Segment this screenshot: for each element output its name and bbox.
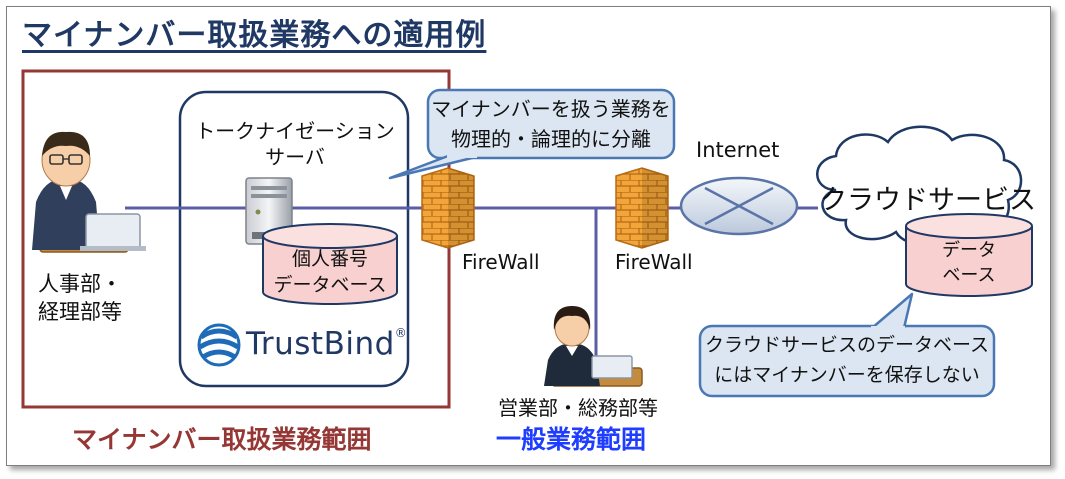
- page-title: マイナンバー取扱業務への適用例: [22, 18, 487, 53]
- callout-top-line2: 物理的・論理的に分離: [451, 127, 651, 151]
- user-left-line2: 経理部等: [38, 300, 122, 324]
- internet-icon: [679, 176, 799, 236]
- user-mid-icon: [544, 306, 643, 387]
- user-left-icon: [32, 131, 146, 253]
- cloud-db-line2: ベース: [942, 265, 996, 286]
- firewall-icon-2: [615, 167, 669, 249]
- cloud-db-label: データ ベース: [906, 238, 1032, 288]
- cloud-label: クラウドサービス: [820, 185, 1036, 216]
- server-label-line1: トークナイゼーション: [195, 119, 395, 143]
- callout-top: マイナンバーを扱う業務を 物理的・論理的に分離: [430, 94, 672, 154]
- firewall-icon-1: [421, 167, 475, 249]
- firewall-label-1: FireWall: [462, 250, 540, 274]
- callout-bottom-shape: [698, 292, 996, 398]
- internet-label: Internet: [696, 138, 780, 162]
- callout-bottom-line1: クラウドサービスのデータベース: [704, 334, 990, 356]
- server-label: トークナイゼーション サーバ: [186, 118, 404, 170]
- trustbind-logo-mark: [197, 323, 241, 367]
- zone-general-label: 一般業務範囲: [496, 425, 647, 454]
- server-label-line2: サーバ: [265, 145, 325, 169]
- callout-bottom: クラウドサービスのデータベース にはマイナンバーを保存しない: [702, 330, 992, 390]
- firewall-label-2: FireWall: [615, 250, 693, 274]
- user-mid-label: 営業部・総務部等: [498, 396, 658, 420]
- user-left-line1: 人事部・: [38, 272, 122, 296]
- personal-number-db-label: 個人番号 データベース: [263, 246, 397, 298]
- callout-bottom-line2: にはマイナンバーを保存しない: [714, 364, 980, 386]
- user-left-label: 人事部・ 経理部等: [38, 270, 122, 326]
- cloud-db-line1: データ: [942, 240, 996, 261]
- callout-top-line1: マイナンバーを扱う業務を: [431, 97, 671, 121]
- callout-top-shape: [388, 88, 676, 180]
- zone-mynumber-label: マイナンバー取扱業務範囲: [72, 425, 372, 454]
- cloud-db-icon: [905, 213, 1033, 297]
- trustbind-logo-text: TrustBind®: [246, 326, 407, 362]
- personal-number-db-icon: [262, 223, 398, 305]
- trustbind-wordmark: TrustBind: [246, 326, 395, 362]
- db-local-line2: データベース: [273, 274, 387, 296]
- db-local-line1: 個人番号: [291, 248, 368, 270]
- registered-mark: ®: [394, 326, 408, 340]
